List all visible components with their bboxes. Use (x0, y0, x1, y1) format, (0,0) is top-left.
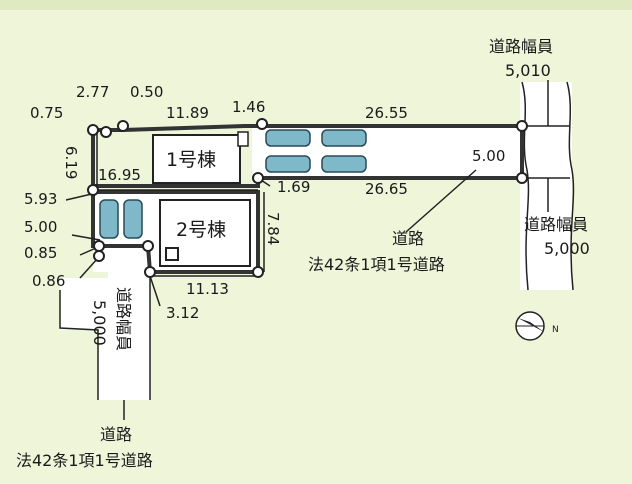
post (144, 266, 156, 278)
bottom-road-edge-left (59, 290, 99, 400)
post (252, 172, 264, 184)
bottom-road-width-value: 5,000 (90, 300, 109, 346)
post (93, 240, 105, 252)
compass-north-label: N (552, 325, 559, 335)
post (100, 126, 112, 138)
boundary-posts (87, 118, 528, 278)
parking-driveway (265, 129, 367, 173)
post (87, 184, 99, 196)
bottom-road-name: 道路 (100, 425, 132, 444)
dim-619: 6.19 (62, 146, 80, 179)
dim-1113: 11.13 (186, 280, 229, 298)
leader-086 (79, 257, 99, 279)
dim-312: 3.12 (166, 304, 199, 322)
top-right-width-value: 5,010 (505, 61, 551, 80)
dim-2655: 26.55 (365, 104, 408, 122)
dim-050: 0.50 (130, 83, 163, 101)
leader-312 (149, 275, 161, 307)
right-road-width-value: 5,000 (544, 239, 590, 258)
car-5 (99, 199, 119, 239)
post (256, 118, 268, 130)
post (87, 124, 99, 136)
car-2 (265, 155, 311, 173)
building-1-entry (237, 131, 249, 147)
dim-169: 1.69 (277, 178, 310, 196)
dim-593: 5.93 (24, 190, 57, 208)
top-right-width-title: 道路幅員 (489, 37, 553, 56)
post (93, 250, 105, 262)
post (516, 172, 528, 184)
dim-146: 1.46 (232, 98, 265, 116)
car-3 (321, 129, 367, 147)
bottom-road-law: 法42条1項1号道路 (16, 451, 153, 470)
post (142, 240, 154, 252)
car-1 (265, 129, 311, 147)
right-road-width-title: 道路幅員 (524, 215, 588, 234)
dim-1189: 11.89 (166, 104, 209, 122)
building-1-label: 1号棟 (166, 149, 216, 171)
dim-075: 0.75 (30, 104, 63, 122)
top-band (0, 0, 632, 10)
leader-085 (79, 247, 97, 256)
dim-086: 0.86 (32, 272, 65, 290)
building-2-label: 2号棟 (176, 219, 226, 241)
car-6 (123, 199, 143, 239)
dim-784: 7.84 (264, 212, 282, 245)
bottom-road-width-title: 道路幅員 (114, 287, 133, 351)
building-1 (152, 134, 241, 184)
dim-500-left: 5.00 (24, 218, 57, 236)
right-road-edge-right (566, 81, 575, 291)
bottom-road-surface (60, 246, 150, 400)
right-road-name-leader (405, 169, 477, 233)
parking-lot-2 (99, 199, 143, 239)
dim-500-drive: 5.00 (472, 147, 505, 165)
dim-2665: 26.65 (365, 180, 408, 198)
right-road-edge-left (521, 81, 530, 291)
building-2-entry (165, 247, 179, 261)
post (117, 120, 129, 132)
car-4 (321, 155, 367, 173)
dim-277: 2.77 (76, 83, 109, 101)
dim-1695: 16.95 (98, 166, 141, 184)
right-road-law: 法42条1項1号道路 (308, 255, 445, 274)
right-road-surface (520, 82, 572, 290)
right-road-name: 道路 (392, 229, 424, 248)
dim-085: 0.85 (24, 244, 57, 262)
post (516, 120, 528, 132)
post (252, 266, 264, 278)
compass-icon (515, 311, 545, 341)
leader-500 (71, 234, 101, 241)
